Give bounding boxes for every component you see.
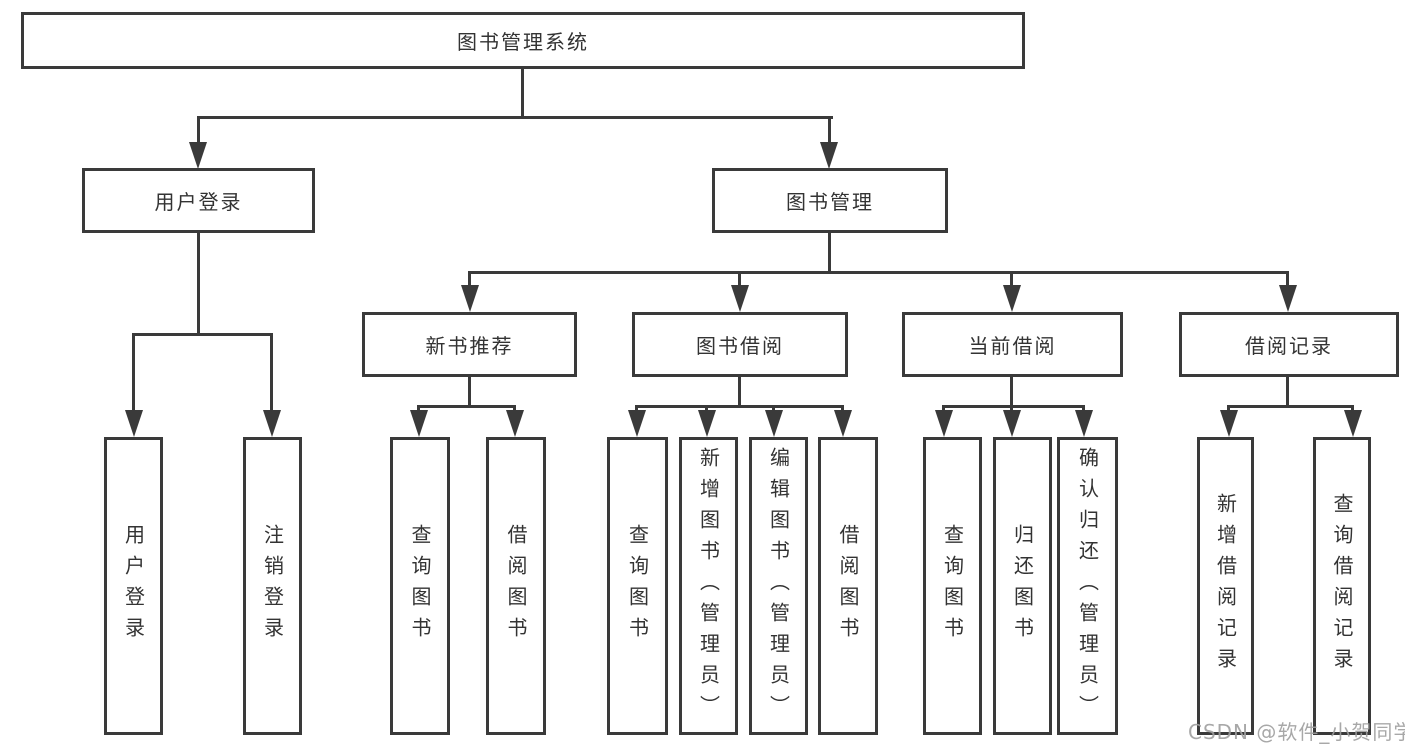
connector-borrow-stem xyxy=(738,377,741,408)
leaf-borrow-book: 借阅图书 xyxy=(818,437,878,735)
csdn-watermark: CSDN @软件_小贺同学 xyxy=(1188,720,1405,744)
connector-records-stem xyxy=(1286,377,1289,408)
connector-line xyxy=(772,405,775,414)
connector-line xyxy=(468,271,471,288)
leaf-label: 借阅图书 xyxy=(504,524,528,648)
connector-root-children xyxy=(197,116,833,119)
connector-line xyxy=(1010,405,1013,414)
connector-line xyxy=(132,333,135,413)
leaf-query-book-current: 查询图书 xyxy=(923,437,982,735)
node-borrow-records: 借阅记录 xyxy=(1179,312,1399,377)
arrowhead-down-icon xyxy=(1220,410,1238,437)
connector-user-login-children xyxy=(132,333,273,336)
connector-new-rec-stem xyxy=(468,377,471,408)
leaf-borrow-book-recommend: 借阅图书 xyxy=(486,437,546,735)
node-current-borrow: 当前借阅 xyxy=(902,312,1123,377)
arrowhead-down-icon xyxy=(935,410,953,437)
leaf-query-book-recommend: 查询图书 xyxy=(390,437,450,735)
connector-new-rec-children xyxy=(417,405,516,408)
connector-line xyxy=(635,405,638,414)
connector-line xyxy=(1286,271,1289,288)
connector-line xyxy=(1010,271,1013,288)
leaf-confirm-return-admin: 确认归还（管理员） xyxy=(1057,437,1118,735)
leaf-label: 新增图书（管理员） xyxy=(696,446,721,726)
node-library-system: 图书管理系统 xyxy=(21,12,1025,69)
arrowhead-down-icon xyxy=(125,410,143,437)
arrowhead-down-icon xyxy=(765,410,783,437)
leaf-query-borrow-record: 查询借阅记录 xyxy=(1313,437,1371,735)
leaf-label: 查询借阅记录 xyxy=(1330,493,1354,679)
node-new-book-recommend: 新书推荐 xyxy=(362,312,577,377)
arrowhead-down-icon xyxy=(1344,410,1362,437)
leaf-query-book-borrow: 查询图书 xyxy=(607,437,668,735)
leaf-label: 查询图书 xyxy=(408,524,432,648)
connector-line xyxy=(513,405,516,414)
arrowhead-down-icon xyxy=(461,285,479,312)
arrowhead-down-icon xyxy=(834,410,852,437)
leaf-label: 查询图书 xyxy=(940,524,965,648)
connector-borrow-children xyxy=(635,405,844,408)
arrowhead-down-icon xyxy=(731,285,749,312)
leaf-edit-book-admin: 编辑图书（管理员） xyxy=(749,437,808,735)
leaf-label: 编辑图书（管理员） xyxy=(766,446,791,726)
connector-current-stem xyxy=(1010,377,1013,408)
connector-current-children xyxy=(942,405,1085,408)
leaf-return-book: 归还图书 xyxy=(993,437,1052,735)
node-book-management: 图书管理 xyxy=(712,168,948,233)
arrowhead-down-icon xyxy=(698,410,716,437)
arrowhead-down-icon xyxy=(1003,410,1021,437)
connector-line xyxy=(270,333,273,413)
connector-line xyxy=(1351,405,1354,414)
connector-line xyxy=(1082,405,1085,414)
arrowhead-down-icon xyxy=(263,410,281,437)
arrowhead-down-icon xyxy=(1075,410,1093,437)
arrowhead-down-icon xyxy=(506,410,524,437)
connector-records-children xyxy=(1227,405,1354,408)
leaf-add-borrow-record: 新增借阅记录 xyxy=(1197,437,1254,735)
node-user-login: 用户登录 xyxy=(82,168,315,233)
node-book-borrow: 图书借阅 xyxy=(632,312,848,377)
connector-line xyxy=(828,116,831,144)
arrowhead-down-icon xyxy=(628,410,646,437)
connector-line xyxy=(738,271,741,288)
leaf-label: 借阅图书 xyxy=(836,524,860,648)
leaf-label: 注销登录 xyxy=(260,524,285,648)
connector-book-mgmt-children xyxy=(468,271,1289,274)
arrowhead-down-icon xyxy=(1279,285,1297,312)
connector-line xyxy=(417,405,420,414)
leaf-label: 用户登录 xyxy=(121,524,146,648)
arrowhead-down-icon xyxy=(820,142,838,169)
connector-user-login-stem xyxy=(197,233,200,336)
leaf-label: 新增借阅记录 xyxy=(1213,493,1238,679)
leaf-add-book-admin: 新增图书（管理员） xyxy=(679,437,738,735)
connector-line xyxy=(841,405,844,414)
connector-book-mgmt-stem xyxy=(828,233,831,274)
leaf-label: 确认归还（管理员） xyxy=(1075,446,1100,726)
leaf-label: 归还图书 xyxy=(1010,524,1035,648)
connector-root-stem xyxy=(521,69,524,119)
leaf-label: 查询图书 xyxy=(625,524,650,648)
arrowhead-down-icon xyxy=(410,410,428,437)
connector-line xyxy=(197,116,200,144)
connector-line xyxy=(1227,405,1230,414)
connector-line xyxy=(942,405,945,414)
leaf-user-login: 用户登录 xyxy=(104,437,163,735)
arrowhead-down-icon xyxy=(1003,285,1021,312)
leaf-logout: 注销登录 xyxy=(243,437,302,735)
connector-line xyxy=(705,405,708,414)
arrowhead-down-icon xyxy=(189,142,207,169)
